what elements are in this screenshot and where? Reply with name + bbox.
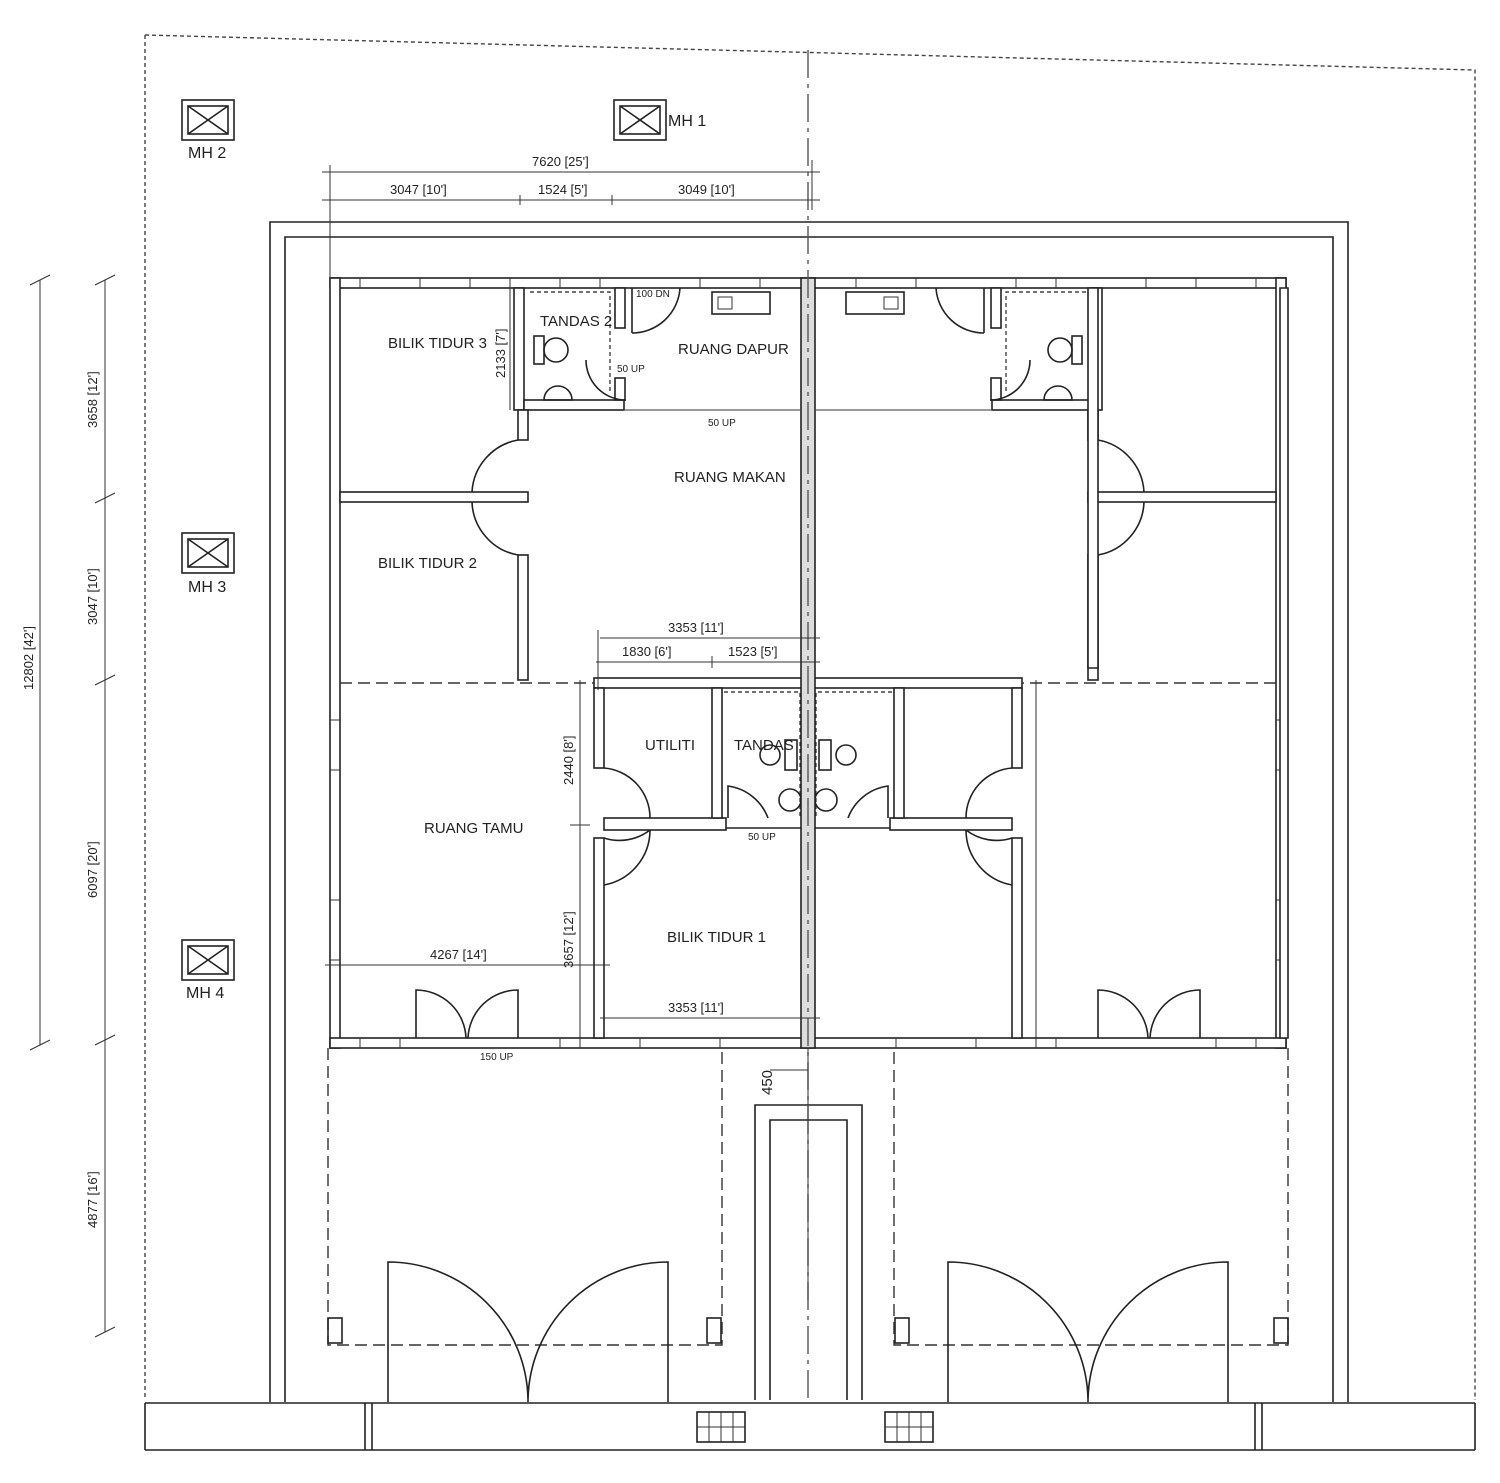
front-drain	[144, 1402, 1476, 1451]
dim-top-total: 7620 [25']	[532, 154, 589, 169]
unit-left	[327, 277, 809, 1403]
dim-left-3: 6097 [20']	[85, 841, 100, 898]
dim-bilik1-height: 3657 [12']	[561, 911, 576, 968]
room-ruang-dapur: RUANG DAPUR	[678, 341, 789, 358]
dim-top-2: 1524 [5']	[538, 182, 587, 197]
level-tandas2: 50 UP	[617, 364, 645, 375]
room-bilik-tidur-1: BILIK TIDUR 1	[667, 929, 766, 946]
dim-top-3: 3049 [10']	[678, 182, 735, 197]
site-boundary	[144, 34, 1476, 1400]
room-bilik-tidur-3: BILIK TIDUR 3	[388, 335, 487, 352]
svg-text:MH 2: MH 2	[188, 145, 226, 162]
dim-bilik1-width: 3353 [11']	[668, 1000, 724, 1015]
dim-left-1: 3658 [12']	[85, 371, 100, 428]
room-bilik-tidur-2: BILIK TIDUR 2	[378, 555, 477, 572]
room-tandas-2: TANDAS 2	[540, 313, 612, 330]
room-ruang-makan: RUANG MAKAN	[674, 469, 786, 486]
fence	[269, 221, 1349, 1402]
dimension-lines	[29, 160, 820, 1338]
manhole-4: MH 4	[181, 939, 235, 1002]
svg-text:MH 4: MH 4	[186, 985, 224, 1002]
dim-mid-total: 3353 [11']	[668, 620, 724, 635]
dim-mid-2: 1523 [5']	[728, 644, 777, 659]
level-tandas: 50 UP	[748, 832, 776, 843]
manhole-2: MH 2	[181, 99, 235, 162]
room-tandas: TANDAS	[734, 737, 794, 754]
dim-tandas2-height: 2133 [7']	[493, 329, 508, 378]
dim-tamu-width: 4267 [14']	[430, 947, 487, 962]
svg-text:MH 3: MH 3	[188, 579, 226, 596]
dim-left-4: 4877 [16']	[85, 1171, 100, 1228]
dim-setback: 450	[759, 1070, 776, 1095]
room-ruang-tamu: RUANG TAMU	[424, 820, 523, 837]
dim-top-1: 3047 [10']	[390, 182, 447, 197]
dim-utiliti-height: 2440 [8']	[561, 736, 576, 785]
manhole-1: MH 1	[613, 99, 706, 141]
room-utiliti: UTILITI	[645, 737, 695, 754]
level-kitchen: 100 DN	[636, 289, 670, 300]
manhole-3: MH 3	[181, 532, 235, 596]
dim-left-2: 3047 [10']	[85, 568, 100, 625]
level-entrance: 150 UP	[480, 1052, 514, 1063]
level-dining: 50 UP	[708, 418, 736, 429]
dim-left-total: 12802 [42']	[21, 626, 36, 690]
svg-text:MH 1: MH 1	[668, 113, 706, 130]
dim-mid-1: 1830 [6']	[622, 644, 671, 659]
unit-right	[807, 277, 1289, 1403]
